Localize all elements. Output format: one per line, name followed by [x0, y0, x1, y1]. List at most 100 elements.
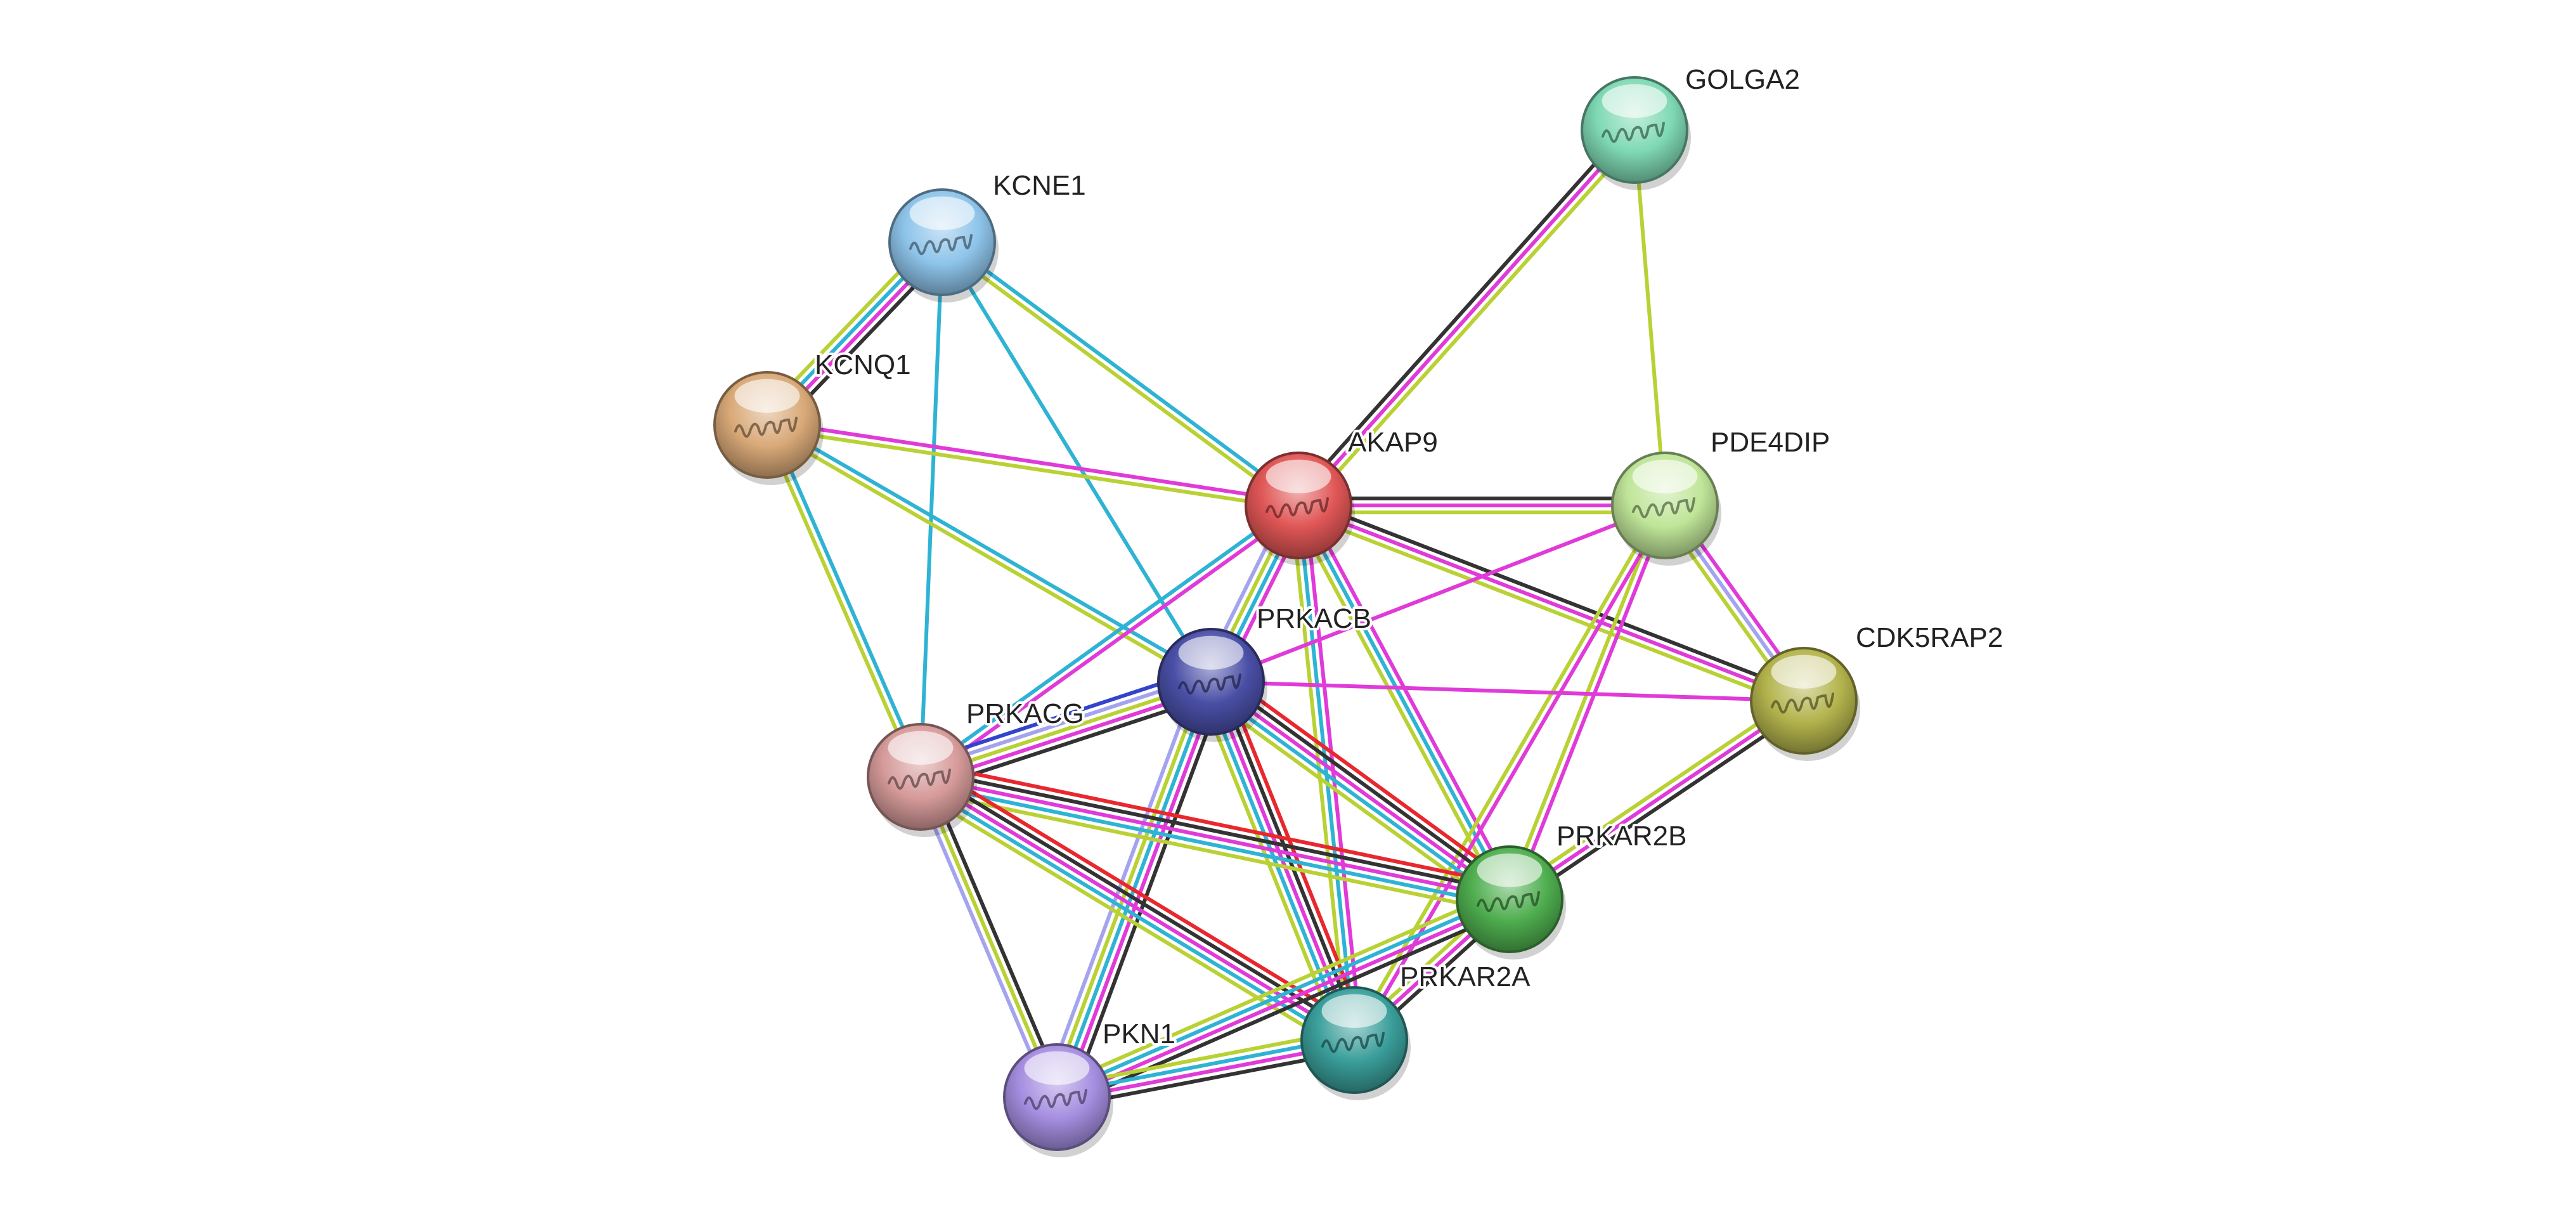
protein-structure-icon	[909, 234, 973, 256]
edge-line-coexpression	[922, 769, 1360, 1036]
edge-line-textmining	[1633, 128, 1667, 507]
node-pkn1[interactable]: PKN1	[1003, 1016, 1178, 1157]
node-highlight	[1321, 994, 1387, 1028]
edge-line-textmining	[1503, 693, 1802, 895]
edge-line-experiments	[1297, 504, 1806, 703]
edge-line-experiments	[1508, 699, 1806, 901]
node-label-prkacg: PRKACG	[966, 698, 1084, 729]
edge-kcne1-prkacg[interactable]	[919, 240, 944, 779]
edge-line-database	[919, 240, 944, 779]
edge-line-textmining	[911, 786, 1349, 1054]
node-label-prkacb: PRKACB	[1257, 603, 1371, 634]
protein-structure-icon	[1632, 497, 1695, 519]
edge-cdk5rap2-prkar2b[interactable]	[1503, 693, 1810, 908]
edge-akap9-prkacg[interactable]	[916, 500, 1303, 782]
node-prkacg[interactable]: PRKACG	[867, 696, 1087, 837]
edge-line-database	[942, 237, 1303, 505]
edge-line-database	[916, 500, 1298, 776]
node-highlight	[734, 379, 800, 413]
protein-structure-icon	[1265, 497, 1329, 519]
edge-line-experiments	[1209, 680, 1806, 703]
edge-line-textmining	[1290, 504, 1350, 1043]
edge-prkar2b-pkn1[interactable]	[1051, 887, 1516, 1109]
edge-kcne1-akap9[interactable]	[938, 237, 1303, 511]
edge-line-textmining	[761, 424, 919, 781]
node-highlight	[888, 731, 954, 765]
node-label-prkar2a: PRKAR2A	[1400, 961, 1531, 992]
node-pde4dip[interactable]: PDE4DIP	[1611, 424, 1832, 566]
edge-line-experiments	[765, 419, 1301, 504]
edge-line-textmining	[938, 243, 1298, 511]
node-label-pde4dip: PDE4DIP	[1711, 427, 1830, 458]
edge-line-coexpression	[920, 768, 1513, 895]
edge-line-textmining	[916, 788, 1509, 915]
node-kcnq1[interactable]: KCNQ1	[713, 347, 914, 485]
edge-kcnq1-prkacg[interactable]	[761, 421, 926, 781]
node-highlight	[1265, 459, 1331, 493]
edge-prkacg-prkar2b[interactable]	[916, 761, 1515, 915]
edge-pde4dip-prkar2b[interactable]	[1504, 502, 1671, 903]
protein-structure-icon	[1771, 693, 1834, 714]
protein-structure-icon	[734, 417, 798, 438]
edge-line-textmining	[1294, 510, 1804, 710]
node-label-prkar2b: PRKAR2B	[1557, 821, 1686, 852]
edge-line-homology	[1042, 675, 1200, 1095]
edge-line-homology	[912, 777, 1052, 1102]
node-prkacb[interactable]: PRKACB	[1157, 601, 1374, 742]
edge-line-textmining	[763, 426, 1212, 687]
node-highlight	[1024, 1051, 1090, 1085]
node-cdk5rap2[interactable]: CDK5RAP2	[1750, 620, 2005, 761]
edge-line-textmining	[919, 775, 1059, 1099]
edge-akap9-golga2[interactable]	[1291, 123, 1642, 512]
node-kcne1[interactable]: KCNE1	[888, 167, 1089, 302]
edge-prkacb-cdk5rap2[interactable]	[1209, 680, 1806, 703]
edge-line-coexpression	[925, 772, 1066, 1096]
edge-line-experiments	[919, 775, 1511, 901]
edge-akap9-cdk5rap2[interactable]	[1294, 497, 1808, 710]
node-highlight	[1602, 84, 1667, 118]
node-highlight	[1771, 654, 1837, 689]
node-highlight	[1178, 635, 1244, 670]
edge-kcne1-prkacb[interactable]	[940, 240, 1213, 684]
protein-structure-icon	[1477, 891, 1540, 913]
protein-structure-icon	[1321, 1032, 1385, 1053]
edge-line-database	[768, 421, 926, 777]
edge-line-fusion	[921, 761, 1515, 888]
node-prkar2b[interactable]: PRKAR2B	[1456, 818, 1689, 960]
edge-line-coexpression	[1291, 123, 1631, 503]
node-prkar2a[interactable]: PRKAR2A	[1300, 959, 1533, 1100]
edge-line-textmining	[1504, 502, 1664, 900]
edge-line-experiments	[1511, 505, 1671, 903]
edge-line-database	[940, 240, 1213, 684]
edge-line-textmining	[1302, 133, 1642, 512]
edge-line-database	[767, 420, 1215, 681]
edge-akap9-pde4dip[interactable]	[1297, 497, 1667, 514]
edge-line-experiments	[921, 506, 1303, 782]
node-label-kcne1: KCNE1	[993, 170, 1086, 201]
edge-line-fusion	[1217, 668, 1520, 890]
edge-line-coexpression	[1298, 497, 1808, 696]
edge-prkacg-pkn1[interactable]	[912, 772, 1066, 1102]
edge-kcnq1-prkacb[interactable]	[763, 420, 1215, 687]
edge-line-experiments	[1209, 504, 1667, 684]
edge-line-experiments	[1209, 680, 1511, 901]
node-label-akap9: AKAP9	[1348, 427, 1438, 458]
protein-structure-icon	[1178, 673, 1241, 695]
edge-pde4dip-prkacb[interactable]	[1209, 504, 1667, 684]
edge-line-database	[1297, 504, 1511, 901]
edge-kcnq1-akap9[interactable]	[765, 419, 1301, 511]
node-label-pkn1: PKN1	[1103, 1018, 1175, 1050]
edge-line-experiments	[1056, 901, 1513, 1103]
node-label-kcnq1: KCNQ1	[815, 349, 911, 381]
node-highlight	[909, 196, 975, 230]
node-highlight	[1632, 459, 1698, 493]
node-golga2[interactable]: GOLGA2	[1581, 62, 1803, 190]
edge-golga2-pde4dip[interactable]	[1633, 128, 1667, 507]
node-akap9[interactable]: AKAP9	[1245, 424, 1440, 566]
edge-line-coexpression	[1511, 705, 1810, 908]
edge-prkacb-prkar2b[interactable]	[1201, 668, 1520, 913]
edge-line-coexpression	[1213, 674, 1516, 896]
edge-line-experiments	[1297, 128, 1636, 507]
protein-structure-icon	[1024, 1089, 1087, 1110]
